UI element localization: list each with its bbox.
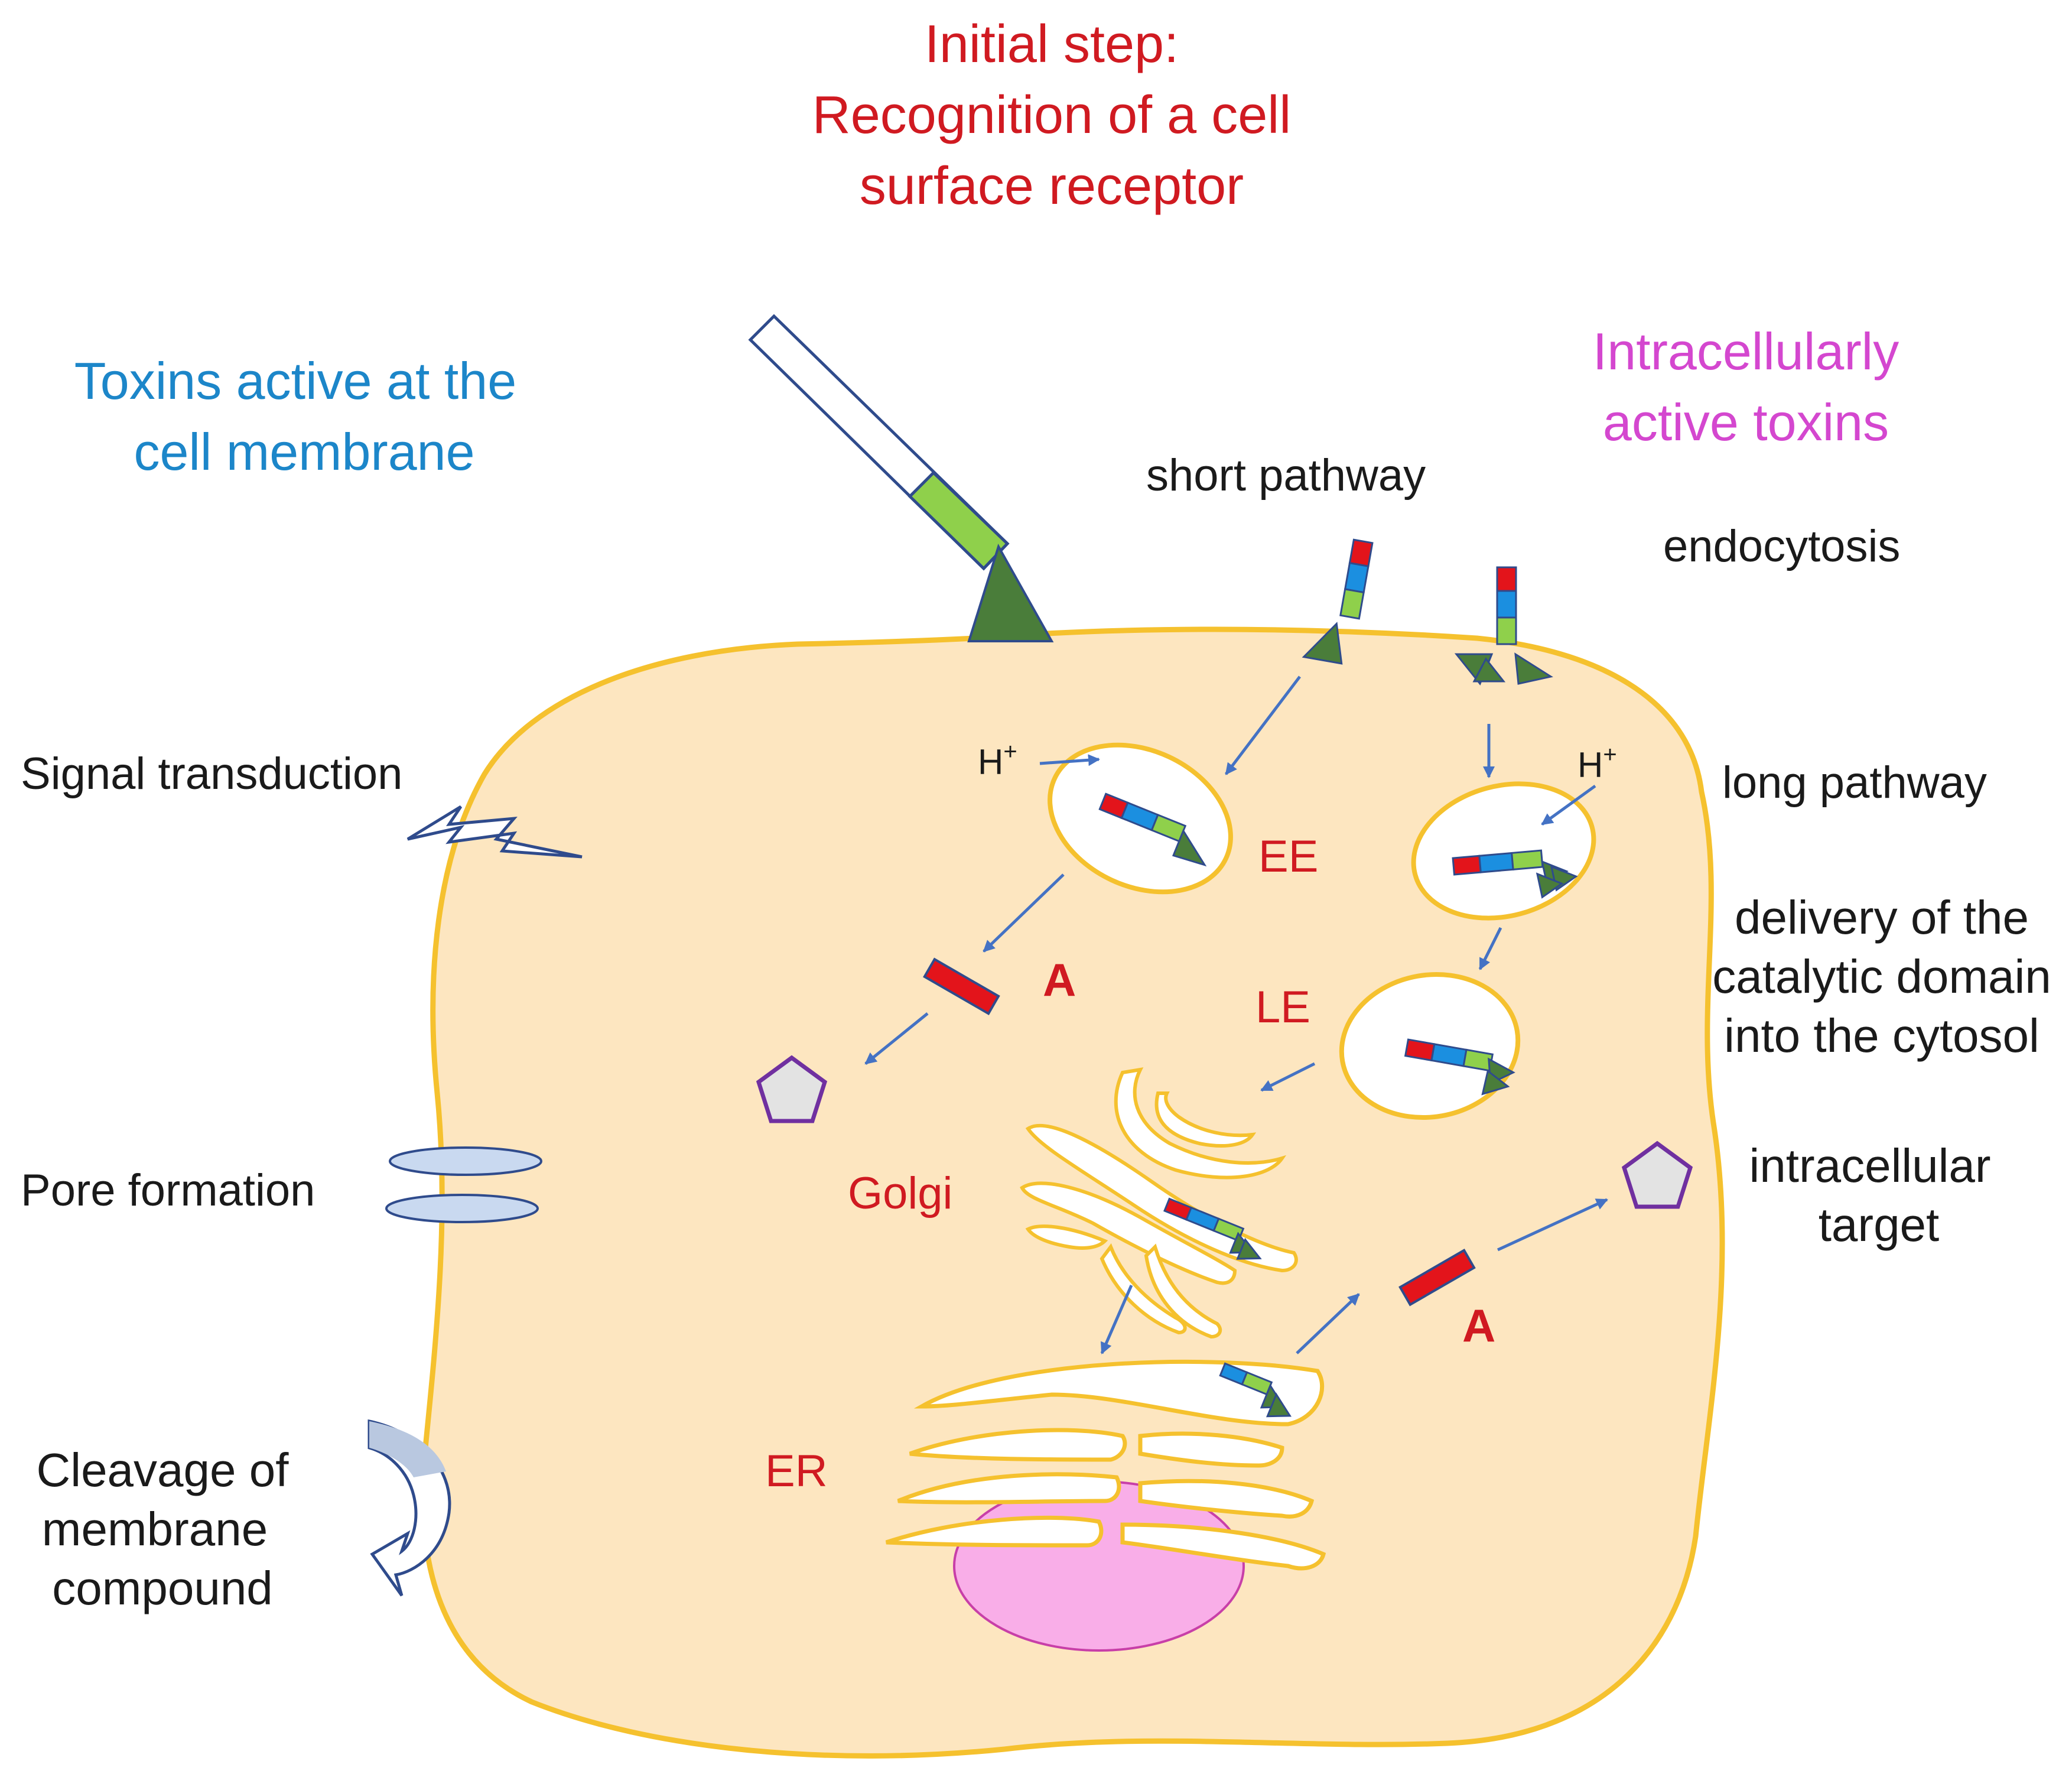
arrow-h-plus-ee [1039, 754, 1100, 766]
title-line-1: Initial step: [925, 15, 1179, 74]
signal-transduction-label: Signal transduction [21, 749, 402, 799]
lightning-icon [406, 805, 583, 859]
intracellular-toxins-heading: Intracellularly active toxins [1593, 322, 1899, 451]
cleavage-label-line-3: compound [52, 1562, 273, 1614]
cleavage-label-line-2: membrane [42, 1503, 268, 1555]
intracellular-toxins-line-1: Intracellularly [1593, 322, 1899, 381]
cleavage-label-line-1: Cleavage of [37, 1444, 290, 1496]
intracellular-toxins-line-2: active toxins [1603, 393, 1889, 451]
er-organelle [885, 1359, 1326, 1571]
arrow-short-to-ee [1225, 675, 1301, 775]
a-label-right: A [1462, 1299, 1495, 1351]
arrow-le-to-golgi [1260, 1062, 1316, 1092]
long-pathway-label: long pathway [1722, 758, 1987, 808]
pore-ellipse-bottom [385, 1194, 539, 1223]
le-label: LE [1255, 982, 1310, 1032]
membrane-toxins-line-1: Toxins active at the [74, 352, 516, 410]
arrow-long-to-le [1478, 927, 1502, 970]
endocytosis-toxin [1454, 566, 1553, 685]
receptor-triangle [967, 543, 1054, 642]
catalytic-domain-right [1398, 1249, 1476, 1307]
target-pentagon-left [756, 1055, 828, 1123]
er-toxin [1219, 1362, 1292, 1418]
arrow-ee-to-a [983, 873, 1065, 953]
a-label-left: A [1043, 954, 1076, 1006]
surface-receptor-toxin [748, 314, 1054, 642]
arrow-h-plus-long [1541, 784, 1596, 826]
h-plus-ee: H+ [978, 739, 1017, 782]
delivery-label-line-2: catalytic domain [1712, 950, 2051, 1003]
er-label: ER [765, 1446, 828, 1496]
arrow-a-to-target [864, 1012, 929, 1065]
golgi-label: Golgi [848, 1168, 952, 1219]
arrow-golgi-to-er [1100, 1285, 1133, 1354]
title-line-2: Recognition of a cell [812, 86, 1291, 145]
endocytosis-label: endocytosis [1663, 521, 1900, 571]
golgi-toxin [1163, 1197, 1262, 1260]
long-endosome-toxin [1452, 849, 1578, 899]
pore-formation-label: Pore formation [21, 1165, 315, 1216]
short-pathway-toxin [1302, 538, 1374, 665]
delivery-label-line-1: delivery of the [1735, 891, 2029, 944]
arrow-a-to-target-right [1497, 1198, 1608, 1252]
cleavage-arrow-band [369, 1421, 446, 1477]
arrow-er-to-a [1296, 1293, 1360, 1354]
h-plus-long: H+ [1577, 742, 1617, 785]
pathway-arrows [864, 675, 1608, 1354]
membrane-toxins-heading: Toxins active at the cell membrane [74, 352, 516, 481]
ee-label: EE [1258, 831, 1318, 882]
membrane-toxins-line-2: cell membrane [134, 423, 474, 481]
ee-toxin [1098, 792, 1207, 867]
le-toxin [1404, 1038, 1515, 1096]
pore-ellipse-top [389, 1146, 542, 1176]
title: Initial step: Recognition of a cell surf… [812, 15, 1291, 216]
catalytic-domain-left [923, 957, 1000, 1015]
delivery-label-line-3: into the cytosol [1724, 1009, 2040, 1062]
target-label-line-2: target [1819, 1198, 1940, 1251]
target-pentagon-right [1621, 1141, 1693, 1209]
target-label-line-1: intracellular [1749, 1139, 1990, 1192]
short-pathway-label: short pathway [1146, 450, 1426, 501]
title-line-3: surface receptor [860, 157, 1244, 216]
